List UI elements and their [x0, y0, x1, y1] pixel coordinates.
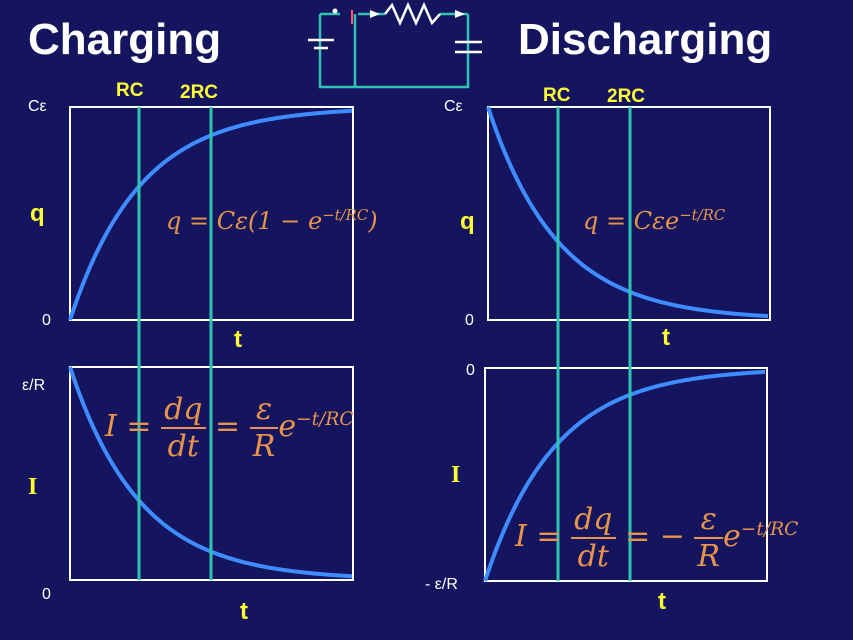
- marker-label-2rc-right: 2RC: [607, 86, 646, 107]
- curve-discharging-i: [483, 369, 766, 582]
- charging-q-max-label: Cε: [28, 98, 47, 115]
- rc-circuit-diagram: [318, 12, 470, 89]
- charging-q-zero-label: 0: [42, 312, 51, 329]
- plot-frame-discharging-i: [484, 367, 768, 582]
- discharging-i-max-label: 0: [466, 362, 475, 379]
- curve-discharging-q: [486, 106, 769, 319]
- marker-label-rc-left: RC: [116, 80, 144, 101]
- charging-q-xvar: t: [234, 326, 242, 353]
- switch-icon: [332, 8, 465, 24]
- resistor-icon: [384, 1, 441, 27]
- equation-charging-q: q = Cε(1 − e−t/RC): [166, 206, 378, 235]
- marker-label-2rc-left: 2RC: [180, 82, 219, 103]
- discharging-q-zero-label: 0: [465, 312, 474, 329]
- discharging-q-yvar: q: [460, 208, 475, 235]
- discharging-i-min-label: - ε/R: [425, 576, 458, 593]
- charging-title: Charging: [28, 15, 222, 64]
- charging-i-max-label: ε/R: [22, 377, 46, 394]
- capacitor-icon: [455, 40, 482, 54]
- marker-label-rc-right: RC: [543, 85, 571, 106]
- discharging-q-xvar: t: [662, 324, 670, 351]
- discharging-i-yvar: I: [451, 462, 461, 488]
- charging-i-yvar: I: [28, 474, 38, 500]
- discharging-title: Discharging: [518, 15, 773, 64]
- equation-discharging-q: q = Cεe−t/RC: [583, 206, 726, 235]
- battery-icon: [308, 38, 334, 50]
- charging-i-zero-label: 0: [42, 586, 51, 603]
- discharging-q-max-label: Cε: [444, 98, 463, 115]
- circuit-wire-outer: [318, 14, 470, 89]
- charging-i-xvar: t: [240, 598, 248, 625]
- charging-q-yvar: q: [30, 200, 45, 227]
- discharging-i-xvar: t: [658, 588, 666, 615]
